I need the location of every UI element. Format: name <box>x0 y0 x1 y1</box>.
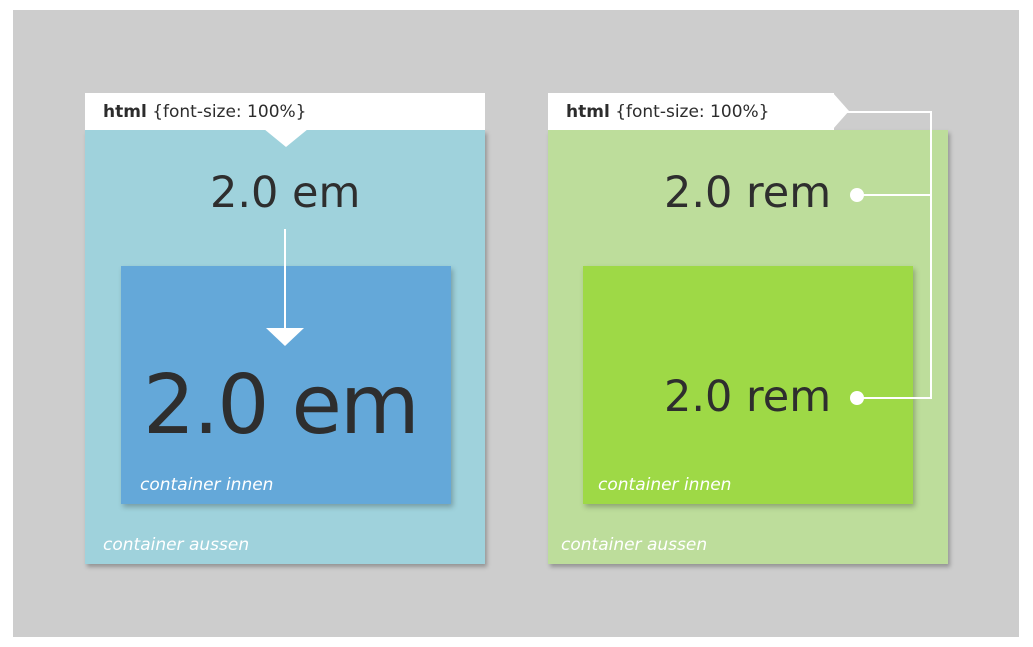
rem-outer-caption: container aussen <box>561 535 708 555</box>
rem-inner-container <box>583 266 913 504</box>
rem-root-connector <box>840 111 932 399</box>
rem-html-label: html {font-size: 100%} <box>548 93 834 130</box>
rem-html-tag: html <box>566 101 610 122</box>
em-html-tag: html <box>103 101 147 122</box>
em-html-rule: {font-size: 100%} <box>152 101 307 122</box>
em-arrow-head <box>266 328 304 346</box>
em-outer-caption: container aussen <box>103 535 250 555</box>
em-label-pointer <box>264 129 308 147</box>
rem-inner-value: 2.0 rem <box>664 372 832 422</box>
rem-outer-dot <box>850 188 864 202</box>
em-outer-value: 2.0 em <box>210 168 361 218</box>
em-inner-caption: container innen <box>140 475 274 495</box>
rem-outer-value: 2.0 rem <box>664 168 832 218</box>
rem-inner-caption: container innen <box>598 475 732 495</box>
rem-html-rule: {font-size: 100%} <box>615 101 770 122</box>
em-html-label: html {font-size: 100%} <box>85 93 485 130</box>
rem-inner-dot <box>850 391 864 405</box>
em-inner-value: 2.0 em <box>143 358 420 453</box>
